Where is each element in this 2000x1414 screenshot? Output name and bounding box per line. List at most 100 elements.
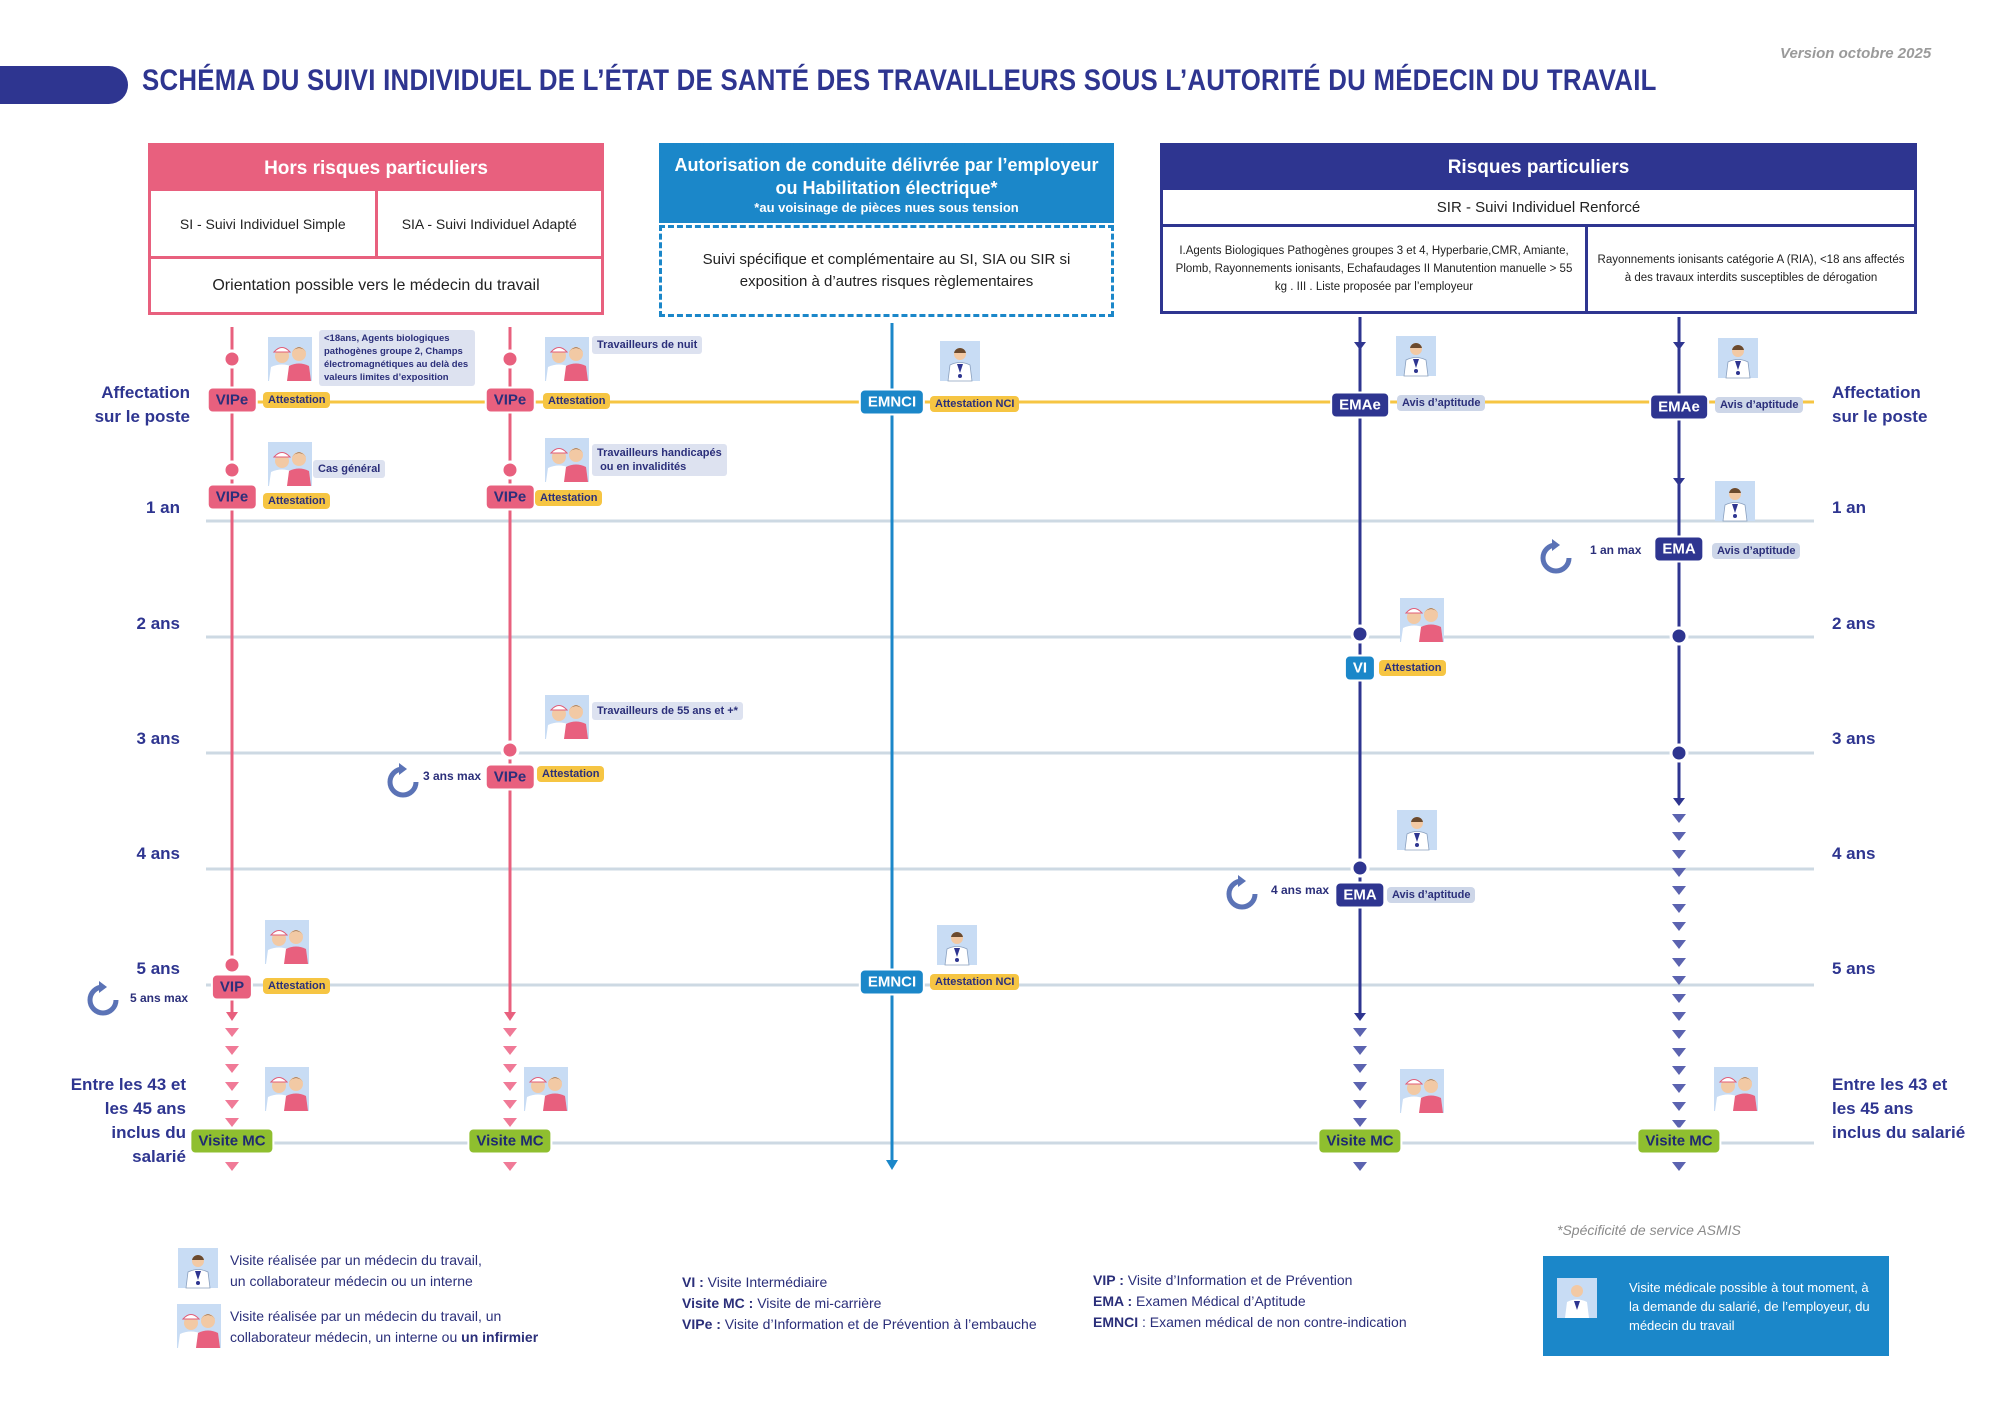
- risques-particuliers-title: Risques particuliers: [1163, 146, 1914, 190]
- care-team-icon: [1713, 1066, 1759, 1112]
- care-team-icon: [1399, 1068, 1445, 1114]
- care-team-icon: [264, 1066, 310, 1112]
- sir2-chevrons: [1672, 814, 1686, 1171]
- care-team-icon: [544, 694, 590, 740]
- legend-abbrev-col1: VI : Visite Intermédiaire Visite MC : Vi…: [682, 1274, 1037, 1332]
- autorisation-title-2: ou Habilitation électrique*: [775, 178, 998, 198]
- attestation-tag: Attestation: [263, 392, 331, 408]
- vipe-pill: VIPe: [206, 386, 258, 414]
- sir-col2-cell: Rayonnements ionisants catégorie A (RIA)…: [1597, 254, 1905, 284]
- label-2ans-left: 2 ans: [136, 614, 180, 633]
- vi-pill: VI: [1343, 654, 1377, 682]
- legend-abbrev-col2: VIP : Visite d’Information et de Prévent…: [1093, 1272, 1407, 1330]
- general-case-note: Cas général: [313, 460, 386, 478]
- label-1an-left: 1 an: [145, 498, 180, 517]
- ema-pill: EMA: [1653, 535, 1705, 563]
- emae-pill: EMAe: [1649, 393, 1709, 421]
- vipe-pill: VIPe: [484, 763, 536, 791]
- care-team-icon: [267, 336, 313, 382]
- sir-cell: SIR - Suivi Individuel Renforcé: [1163, 190, 1914, 227]
- doctor-icon: [1717, 337, 1759, 379]
- night-workers-note: Travailleurs de nuit: [592, 336, 703, 354]
- label-3ans-right: 3 ans: [1832, 729, 1876, 748]
- max-3ans-label: 3 ans max: [423, 769, 482, 783]
- anytime-visit-callout: Visite médicale possible à tout moment, …: [1543, 1256, 1889, 1356]
- attestation-tag: Attestation: [543, 393, 611, 409]
- age55-note: Travailleurs de 55 ans et +*: [592, 702, 743, 720]
- max-1an-label: 1 an max: [1590, 543, 1642, 557]
- care-team-icon: [544, 336, 590, 382]
- attestation-tag: Attestation: [263, 978, 331, 994]
- attestation-tag: Attestation: [1379, 660, 1447, 676]
- visite-mc-pill: Visite MC: [467, 1127, 553, 1155]
- sia-cell: SIA - Suivi Individuel Adapté: [374, 191, 602, 256]
- suivi-specifique-box: Suivi spécifique et complémentaire au SI…: [659, 225, 1114, 317]
- attestation-nci-tag: Attestation NCI: [930, 974, 1020, 990]
- care-team-icon: [264, 919, 310, 965]
- visite-mc-pill: Visite MC: [189, 1127, 275, 1155]
- si-first-note: <18ans, Agents biologiques pathogènes gr…: [319, 330, 475, 386]
- sir-col1-cell: I.Agents Biologiques Pathogènes groupes …: [1163, 227, 1588, 311]
- doctor-icon: [1557, 1278, 1597, 1318]
- ema-pill: EMA: [1334, 881, 1386, 909]
- avis-aptitude-tag: Avis d’aptitude: [1712, 543, 1801, 559]
- sir1-chevrons: [1353, 1028, 1367, 1171]
- doctor-icon: [177, 1247, 219, 1289]
- doctor-icon: [939, 340, 981, 382]
- handicap-note: Travailleurs handicapés ou en invalidité…: [592, 444, 727, 476]
- refresh-arrow-icon: [390, 763, 416, 795]
- title-accent-bar: [0, 66, 128, 104]
- refresh-arrow-icon: [1543, 539, 1569, 571]
- emnci-pill: EMNCI: [858, 388, 926, 416]
- autorisation-subtitle: *au voisinage de pièces nues sous tensio…: [754, 200, 1019, 215]
- risques-particuliers-box: Risques particuliers SIR - Suivi Individ…: [1160, 143, 1917, 314]
- doctor-icon: [1396, 809, 1438, 851]
- sia-chevrons: [503, 1028, 517, 1171]
- si-chevrons: [225, 1028, 239, 1171]
- emae-pill: EMAe: [1330, 391, 1390, 419]
- label-5ans-left: 5 ans: [136, 959, 180, 978]
- vip-pill: VIP: [210, 973, 254, 1001]
- label-3ans-left: 3 ans: [136, 729, 180, 748]
- attestation-tag: Attestation: [263, 493, 331, 509]
- doctor-icon: [936, 924, 978, 966]
- legend-team-text: Visite réalisée par un médecin du travai…: [230, 1308, 539, 1345]
- attestation-tag: Attestation: [537, 766, 605, 782]
- legend-doctor-text: Visite réalisée par un médecin du travai…: [230, 1252, 482, 1289]
- label-2ans-right: 2 ans: [1832, 614, 1876, 633]
- care-team-icon: [1399, 597, 1445, 643]
- vipe-pill: VIPe: [484, 483, 536, 511]
- vipe-pill: VIPe: [484, 386, 536, 414]
- doctor-icon: [1395, 335, 1437, 377]
- habilitation-arrow-icon: [886, 1160, 898, 1170]
- autorisation-title-1: Autorisation de conduite délivrée par l’…: [674, 155, 1099, 175]
- doctor-icon: [1714, 480, 1756, 522]
- max-4ans-label: 4 ans max: [1271, 883, 1330, 897]
- label-5ans-right: 5 ans: [1832, 959, 1876, 978]
- emnci-pill: EMNCI: [858, 968, 926, 996]
- avis-aptitude-tag: Avis d’aptitude: [1397, 395, 1486, 411]
- avis-aptitude-tag: Avis d’aptitude: [1715, 397, 1804, 413]
- refresh-arrow-icon: [90, 981, 116, 1013]
- visite-mc-pill: Visite MC: [1636, 1127, 1722, 1155]
- care-team-icon: [523, 1066, 569, 1112]
- asmis-footnote: *Spécificité de service ASMIS: [1557, 1222, 1741, 1238]
- page-title: SCHÉMA DU SUIVI INDIVIDUEL DE L’ÉTAT DE …: [142, 64, 1657, 97]
- orientation-cell: Orientation possible vers le médecin du …: [212, 276, 540, 294]
- label-4ans-right: 4 ans: [1832, 844, 1876, 863]
- hors-risques-title: Hors risques particuliers: [151, 146, 601, 191]
- care-team-icon: [544, 437, 590, 483]
- care-team-icon: [176, 1303, 222, 1349]
- hors-risques-box: Hors risques particuliers SI - Suivi Ind…: [148, 143, 604, 315]
- visite-mc-pill: Visite MC: [1317, 1127, 1403, 1155]
- autorisation-box: Autorisation de conduite délivrée par l’…: [659, 143, 1114, 223]
- refresh-arrow-icon: [1229, 875, 1255, 907]
- max-5ans-label: 5 ans max: [130, 991, 189, 1005]
- callout-text: Visite médicale possible à tout moment, …: [1629, 1280, 1870, 1333]
- attestation-tag: Attestation: [535, 490, 603, 506]
- avis-aptitude-tag: Avis d’aptitude: [1387, 887, 1476, 903]
